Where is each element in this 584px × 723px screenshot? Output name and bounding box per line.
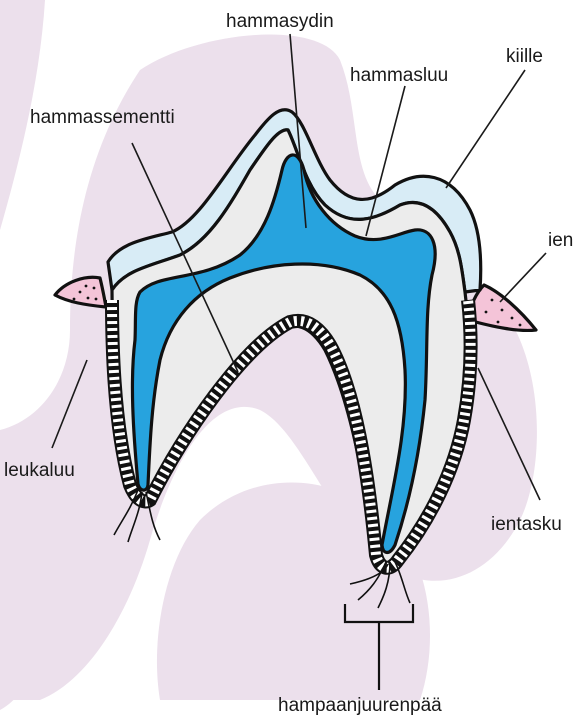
label-cementum: hammassementti — [30, 107, 175, 128]
label-root-apex: hampaanjuurenpää — [278, 695, 442, 716]
label-gum-pocket: ientasku — [491, 514, 562, 535]
label-jawbone: leukaluu — [4, 460, 75, 481]
label-dentin: hammasluu — [350, 65, 448, 86]
leader-enamel — [446, 70, 525, 188]
leader-gum — [500, 253, 546, 302]
label-gum: ien — [548, 230, 573, 251]
label-pulp: hammasydin — [226, 11, 334, 32]
label-enamel: kiille — [506, 46, 543, 67]
